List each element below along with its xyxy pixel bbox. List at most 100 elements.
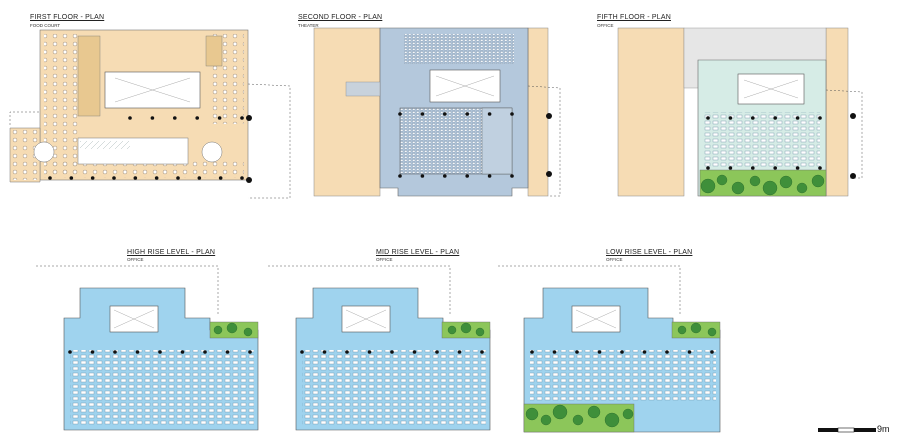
column (443, 174, 447, 178)
second-floor-plan (313, 27, 561, 197)
column (398, 112, 402, 116)
tree (572, 414, 584, 426)
fifth-floor-desks (704, 112, 820, 168)
tree (707, 327, 717, 337)
column (795, 116, 800, 120)
mid-rise-escalator (345, 309, 387, 329)
plan-program-fifth-floor: OFFICE (597, 23, 614, 28)
column (642, 350, 647, 354)
mid-rise-desks (302, 350, 486, 426)
scale-bar-dark-2 (854, 428, 876, 432)
column (322, 350, 327, 354)
column (195, 116, 199, 120)
facade-fin (246, 177, 252, 183)
tree (552, 404, 568, 420)
plan-title-high-rise: HIGH RISE LEVEL - PLAN (127, 249, 216, 256)
column (773, 116, 777, 120)
tree (587, 405, 601, 419)
column (225, 350, 230, 354)
fifth-floor-escalator (743, 79, 799, 99)
column (90, 350, 95, 354)
second-floor-escalator (435, 75, 495, 97)
column (665, 350, 669, 354)
column (69, 176, 74, 180)
column (706, 166, 710, 170)
column (345, 350, 349, 354)
facade-fin (246, 115, 252, 121)
column (217, 116, 222, 120)
plan-title-fifth-floor: FIFTH FLOOR - PLAN (597, 14, 671, 21)
column (465, 112, 470, 116)
low-rise-escalator (575, 309, 617, 329)
second-floor-neighbor-west (313, 27, 381, 197)
column (300, 350, 304, 354)
scale-bar-light (837, 427, 855, 433)
high-rise-frame (36, 265, 219, 316)
tree (243, 327, 253, 337)
column (150, 116, 155, 120)
column (480, 350, 484, 354)
tree (213, 325, 223, 335)
column (510, 174, 514, 178)
low-rise-frame (498, 265, 681, 316)
first-floor-round-table-west (33, 141, 55, 163)
scale-bar-label: 9m (877, 424, 890, 434)
fifth-floor-plan (617, 27, 863, 197)
column (113, 350, 117, 354)
tree (716, 174, 728, 186)
second-floor-bridge (345, 81, 381, 97)
tree (811, 174, 825, 188)
plan-title-first-floor: FIRST FLOOR - PLAN (30, 14, 105, 21)
column (687, 350, 692, 354)
column (818, 116, 822, 120)
column (420, 112, 425, 116)
low-rise-plan (498, 265, 721, 433)
first-floor-outline-dashed-west (9, 111, 40, 125)
first-floor-stalls-east (205, 35, 223, 67)
tree (779, 175, 793, 189)
first-floor-escalator (114, 77, 191, 103)
column (240, 176, 244, 180)
column (112, 176, 116, 180)
tree-group (213, 174, 825, 428)
plan-title-low-rise: LOW RISE LEVEL - PLAN (606, 249, 693, 256)
facade-fin (546, 171, 552, 177)
column (620, 350, 624, 354)
tree (540, 414, 552, 426)
column (197, 176, 202, 180)
column (597, 350, 602, 354)
column (728, 116, 733, 120)
column (48, 176, 52, 180)
first-floor-stalls-west (77, 35, 101, 117)
tree (622, 408, 634, 420)
column (465, 174, 470, 178)
mid-rise-plan (268, 265, 491, 431)
column (68, 350, 72, 354)
first-floor-round-table-east (201, 141, 223, 163)
high-rise-plan (36, 265, 259, 431)
tree (690, 322, 702, 334)
first-floor-outline-dashed (247, 83, 291, 199)
plan-program-low-rise: OFFICE (606, 257, 623, 262)
facade-fin (546, 113, 552, 119)
column (751, 166, 755, 170)
plan-program-second-floor: THEATER (298, 23, 319, 28)
high-rise-escalator (113, 309, 155, 329)
column (435, 350, 439, 354)
second-floor-seating-top (404, 34, 514, 64)
column (795, 166, 800, 170)
column (390, 350, 394, 354)
column (751, 116, 755, 120)
column (176, 176, 180, 180)
column (240, 116, 244, 120)
column (443, 112, 447, 116)
plan-program-high-rise: OFFICE (127, 257, 144, 262)
column (818, 166, 822, 170)
column (154, 176, 159, 180)
tree (749, 175, 761, 187)
scale-bar-dark (818, 428, 838, 432)
column (180, 350, 185, 354)
plan-program-mid-rise: OFFICE (376, 257, 393, 262)
second-floor-outline-dashed (527, 85, 561, 197)
fifth-floor-neighbor-east (825, 27, 849, 197)
